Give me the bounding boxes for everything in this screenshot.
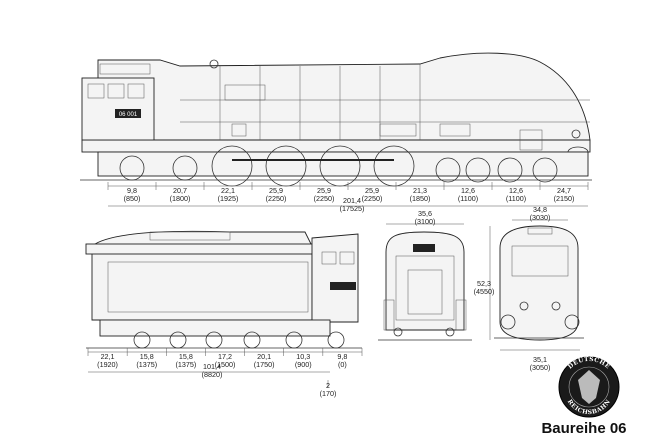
tender-dimension-0-sub: (1920)	[97, 360, 118, 369]
tender-dimension-6-sub: (0)	[338, 360, 347, 369]
side-dimension-8: 12,6	[509, 186, 523, 195]
tender-coupling-dimension: 2	[326, 381, 330, 390]
front-top-width-dimension: 34,8	[533, 205, 547, 214]
side-dimension-7-sub: (1100)	[458, 194, 478, 203]
side-total-dimension-sub: (17525)	[340, 204, 365, 213]
side-dimension-6: 21,3	[413, 186, 427, 195]
side-dimension-9: 24,7	[557, 186, 571, 195]
tender-view-dimensions: 22,1(1920)15,8(1375)15,8(1375)17,2(1500)…	[87, 348, 363, 398]
side-dimension-5: 25,9	[365, 186, 379, 195]
side-dimension-8-sub: (1100)	[506, 194, 526, 203]
tender-dimension-5-sub: (900)	[295, 360, 312, 369]
tender-dimension-4-sub: (1750)	[254, 360, 275, 369]
front-view-drawing	[494, 225, 584, 341]
front-top-width-dimension-sub: (3030)	[530, 213, 551, 222]
tender-dimension-1-sub: (1375)	[136, 360, 157, 369]
side-dimension-4-sub: (2250)	[314, 194, 335, 203]
front-height-dimension-sub: (4550)	[474, 287, 495, 296]
side-dimension-1-sub: (1800)	[170, 194, 191, 203]
tender-dimension-2-sub: (1375)	[175, 360, 196, 369]
side-dimension-1: 20,7	[173, 186, 187, 195]
side-view-drawing: 06 001	[80, 52, 592, 187]
side-dimension-0-sub: (850)	[124, 194, 141, 203]
tender-dimension-1: 15,8	[140, 352, 154, 361]
front-view-dimensions: 34,8(3030) 52,3(4550) 35,1(3050)	[474, 205, 580, 372]
side-dimension-5-sub: (2250)	[362, 194, 383, 203]
side-dimension-3: 25,9	[269, 186, 283, 195]
side-dimension-9-sub: (2150)	[554, 194, 575, 203]
side-total-dimension: 201,4	[343, 196, 361, 205]
tender-dimension-3-sub: (1500)	[215, 360, 236, 369]
front-height-dimension: 52,3	[477, 279, 491, 288]
side-dimension-2: 22,1	[221, 186, 235, 195]
side-dimension-6-sub: (1850)	[410, 194, 431, 203]
rear-view-drawing	[378, 231, 472, 341]
side-dimension-3-sub: (2250)	[266, 194, 287, 203]
tender-dimension-3: 17,2	[218, 352, 232, 361]
tender-dimension-6: 9,8	[337, 352, 347, 361]
reichsbahn-emblem: DEUTSCHE REICHSBAHN	[558, 356, 620, 418]
rear-width-dimension-sub: (3100)	[415, 217, 436, 226]
tender-dimension-5: 10,3	[296, 352, 310, 361]
front-bottom-width-dimension-sub: (3050)	[530, 363, 551, 372]
tender-dimension-2: 15,8	[179, 352, 193, 361]
tender-coupling-dimension-sub: (170)	[320, 389, 337, 398]
caption-title: Baureihe 06	[541, 420, 627, 437]
side-dimension-7: 12,6	[461, 186, 475, 195]
side-dimension-0: 9,8	[127, 186, 137, 195]
tender-dimension-0: 22,1	[101, 352, 115, 361]
side-dimension-2-sub: (1925)	[218, 194, 239, 203]
rear-view-dimensions: 35,6(3100)	[386, 209, 464, 226]
side-view-dimensions: 9,8(850)20,7(1800)22,1(1925)25,9(2250)25…	[107, 182, 589, 213]
front-bottom-width-dimension: 35,1	[533, 355, 547, 364]
tender-view-drawing	[85, 230, 362, 349]
tender-total-dimension: 101,4	[203, 362, 221, 371]
eagle-icon	[578, 370, 600, 404]
tender-dimension-4: 20,1	[257, 352, 271, 361]
side-dimension-4: 25,9	[317, 186, 331, 195]
rear-width-dimension: 35,6	[418, 209, 432, 218]
side-number-plate: 06 001	[119, 112, 138, 118]
tender-total-dimension-sub: (8820)	[202, 370, 223, 379]
